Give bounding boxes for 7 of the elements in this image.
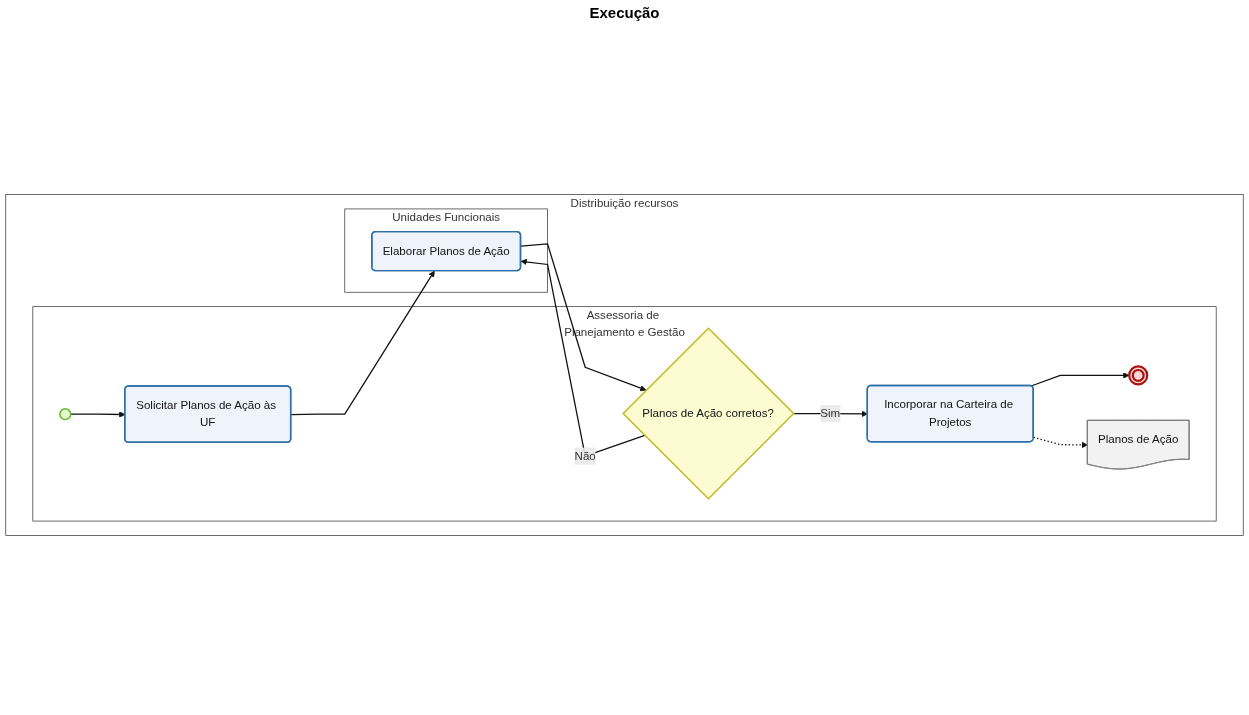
node-circle (59, 408, 72, 421)
arrow (290, 270, 435, 416)
arrow (520, 243, 647, 392)
edge-label: Não (574, 449, 596, 462)
edge-label: Sim (820, 407, 841, 420)
arrow (1030, 372, 1130, 387)
phase-heading: Execução (589, 4, 660, 21)
